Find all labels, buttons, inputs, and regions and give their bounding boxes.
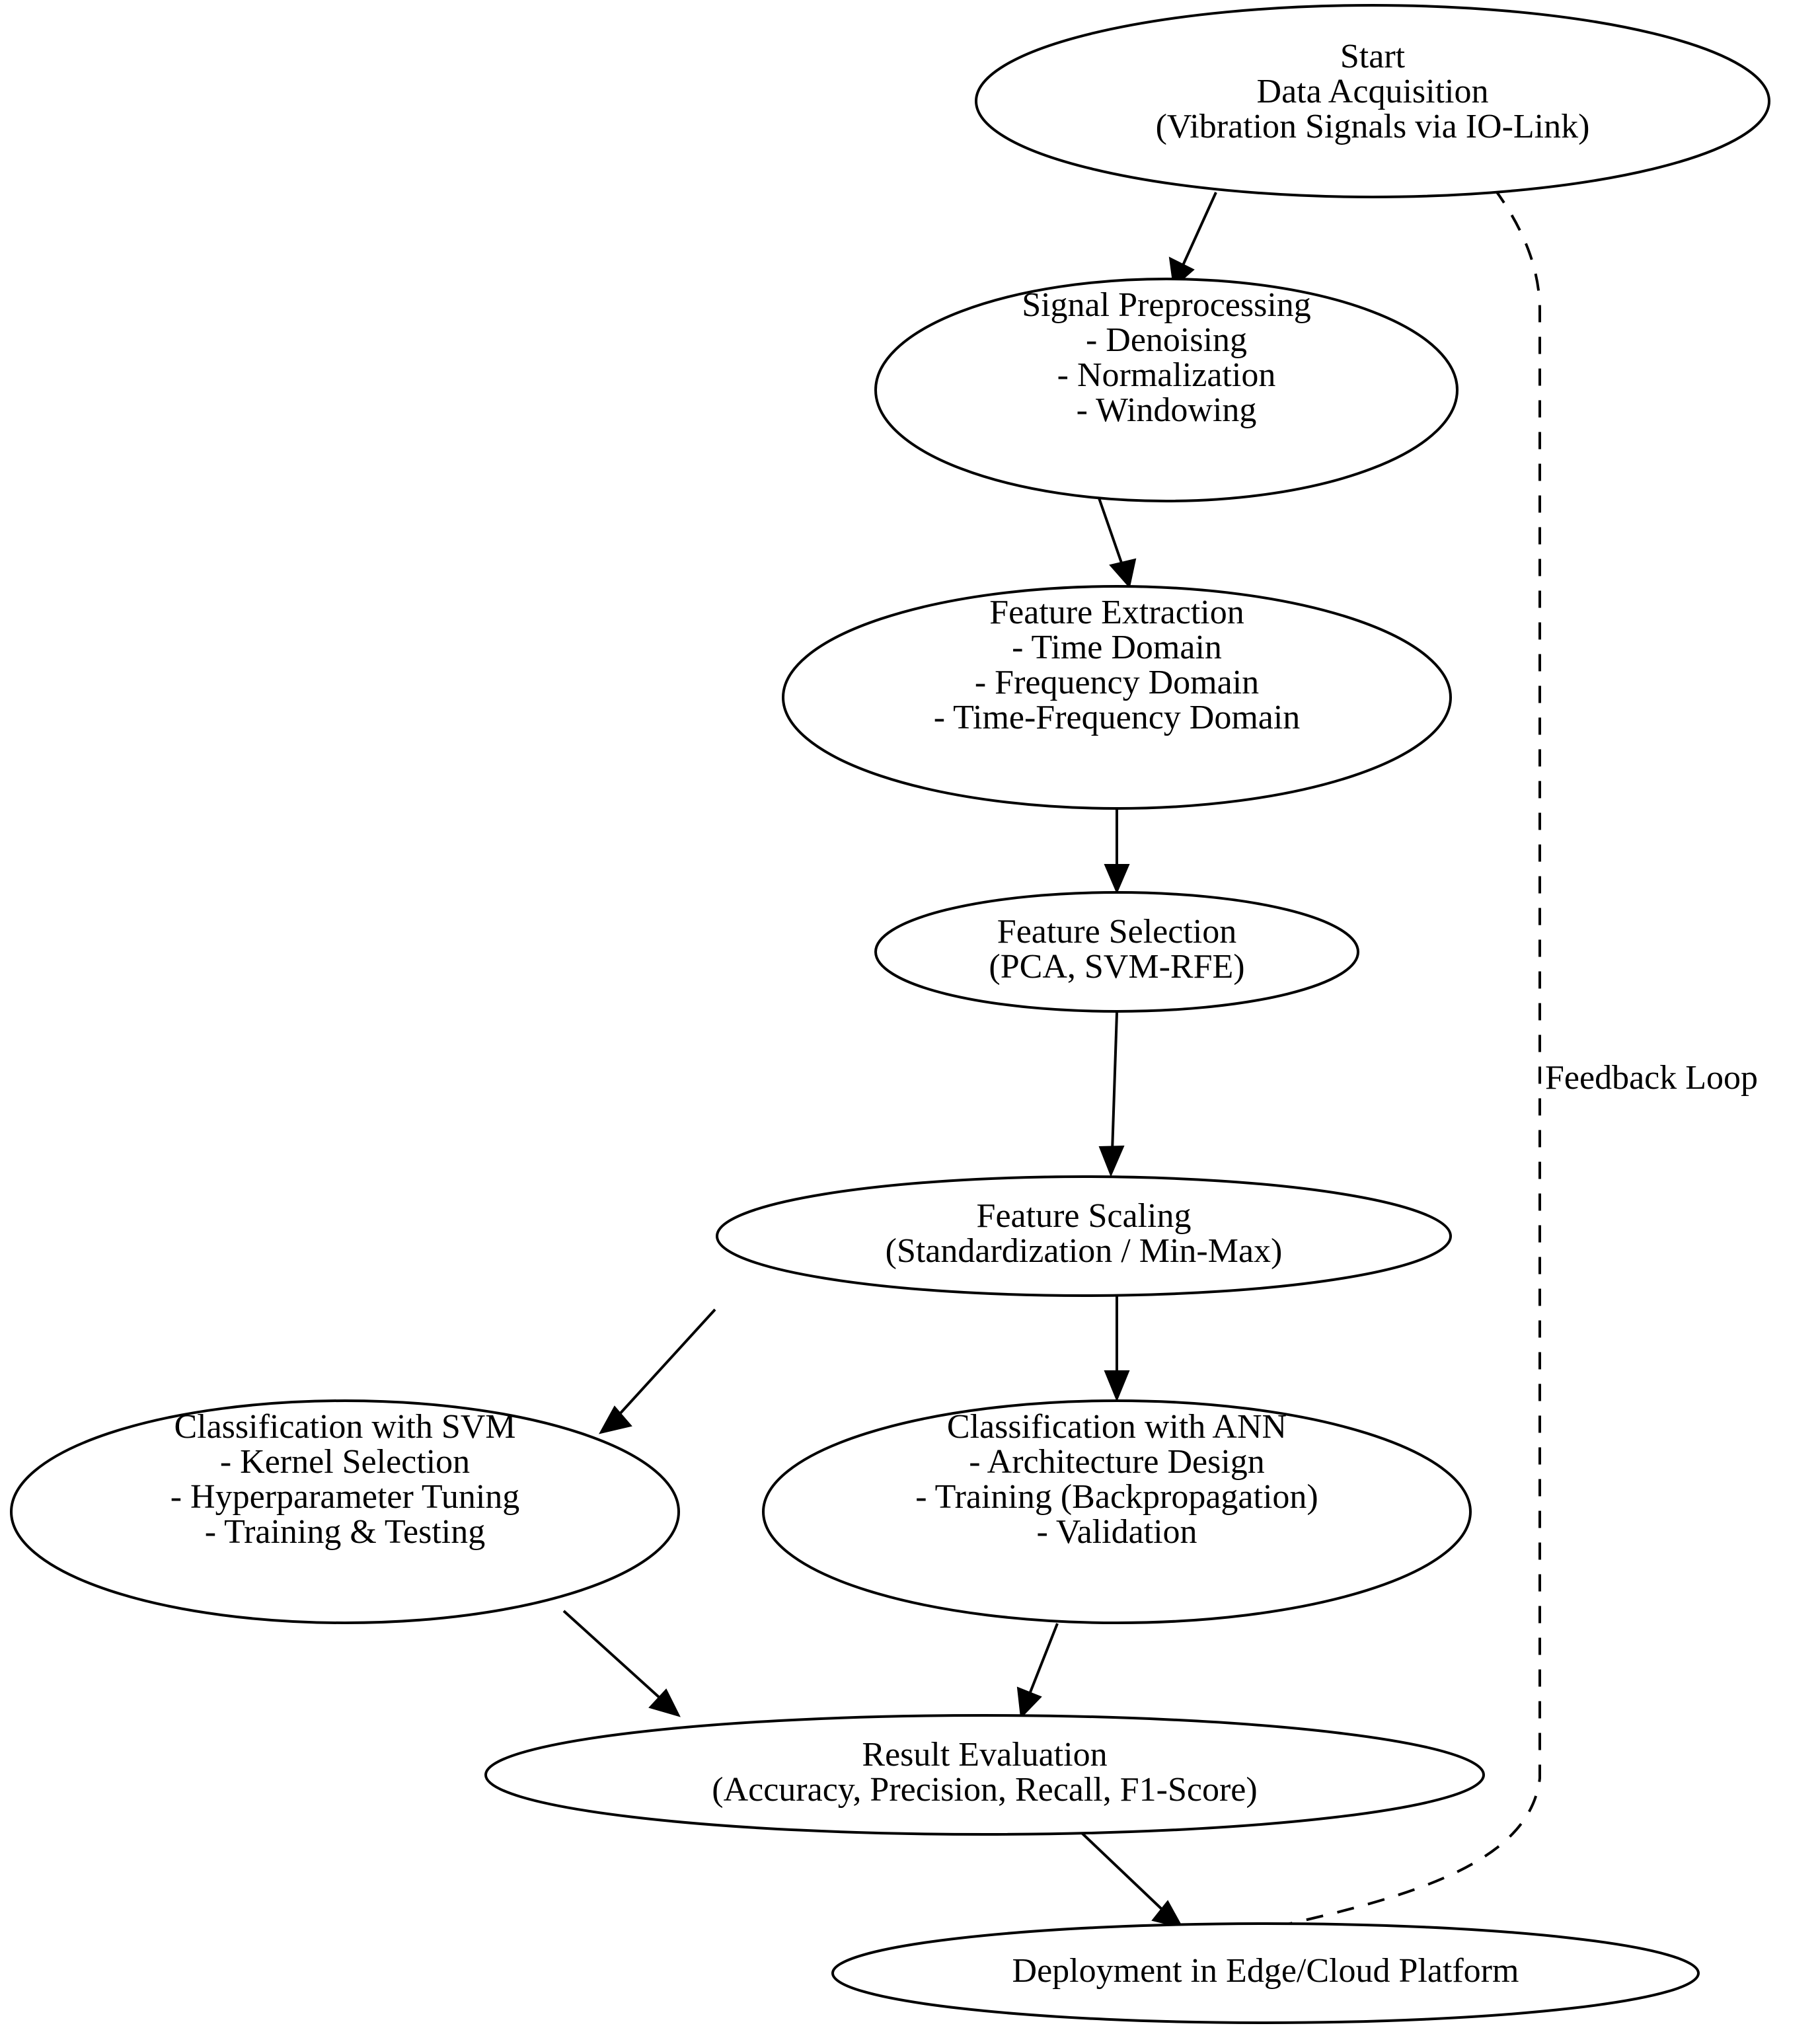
node-label-line: - Kernel Selection	[220, 1443, 470, 1481]
node-label-line: (Vibration Signals via IO-Link)	[1156, 108, 1590, 145]
node-label-line: - Time Domain	[1012, 629, 1222, 666]
node-ellipse[interactable]	[716, 1175, 1452, 1297]
node-label-line: (Accuracy, Precision, Recall, F1-Score)	[712, 1771, 1257, 1809]
edge-label-feedback-loop: Feedback Loop	[1545, 1059, 1758, 1097]
node-label-line: Signal Preprocessing	[1022, 286, 1311, 324]
edge-svm-to-evaluation	[562, 1610, 681, 1717]
edge-feature-scaling-to-ann	[1104, 1296, 1130, 1402]
node-label-line: - Denoising	[1086, 321, 1247, 359]
node-feature-selection[interactable]: Feature Selection (PCA, SVM-RFE)	[874, 891, 1359, 1013]
arrow-head-icon	[1104, 1370, 1130, 1402]
node-label-line: - Training (Backpropagation)	[915, 1478, 1318, 1516]
node-label-line: - Hyperparameter Tuning	[171, 1478, 520, 1516]
node-result-evaluation[interactable]: Result Evaluation (Accuracy, Precision, …	[484, 1714, 1485, 1836]
node-label-line: Start	[1340, 38, 1406, 75]
arrow-head-icon	[1109, 558, 1137, 589]
node-label-line: Classification with ANN	[947, 1408, 1287, 1446]
edge-ann-to-evaluation	[1016, 1623, 1059, 1719]
node-signal-preprocessing[interactable]: Signal Preprocessing - Denoising - Norma…	[874, 278, 1459, 502]
node-label-line: Data Acquisition	[1257, 73, 1489, 110]
node-classification-svm[interactable]: Classification with SVM - Kernel Selecti…	[10, 1399, 680, 1624]
arrow-head-icon	[648, 1688, 681, 1717]
node-label-line: Deployment in Edge/Cloud Platform	[1012, 1952, 1519, 1990]
node-label-line: Feature Selection	[997, 913, 1236, 951]
node-ellipse[interactable]	[484, 1714, 1485, 1836]
node-ellipse[interactable]	[975, 4, 1770, 198]
edge-line	[562, 1610, 662, 1700]
node-label-line: - Validation	[1036, 1513, 1197, 1551]
node-ellipse[interactable]	[762, 1399, 1472, 1624]
edge-line	[1275, 151, 1541, 1928]
arrow-head-icon	[599, 1405, 632, 1434]
node-label-line: - Normalization	[1057, 356, 1276, 394]
edge-line	[1111, 1012, 1118, 1152]
node-label-line: - Architecture Design	[969, 1443, 1265, 1481]
node-label-line: Feature Extraction	[989, 594, 1244, 631]
node-ellipse[interactable]	[874, 891, 1359, 1013]
edge-feature-extraction-to-feature-selection	[1104, 809, 1130, 894]
node-deployment[interactable]: Deployment in Edge/Cloud Platform	[831, 1922, 1700, 2024]
edge-feature-scaling-to-svm	[599, 1308, 716, 1434]
node-start[interactable]: Start Data Acquisition (Vibration Signal…	[975, 4, 1770, 198]
edge-preprocessing-to-feature-extraction	[1096, 492, 1137, 589]
edge-line	[617, 1308, 716, 1417]
edge-line	[1028, 1623, 1059, 1696]
node-ellipse[interactable]	[10, 1399, 680, 1624]
node-ellipse[interactable]	[874, 278, 1459, 502]
node-classification-ann[interactable]: Classification with ANN - Architecture D…	[762, 1399, 1472, 1624]
node-feature-extraction[interactable]: Feature Extraction - Time Domain - Frequ…	[782, 585, 1452, 810]
edge-line	[1179, 192, 1217, 272]
node-feature-scaling[interactable]: Feature Scaling (Standardization / Min-M…	[716, 1175, 1452, 1297]
arrow-head-icon	[1098, 1145, 1125, 1177]
node-label-line: - Training & Testing	[205, 1513, 485, 1551]
node-ellipse[interactable]	[782, 585, 1452, 810]
node-label-line: (PCA, SVM-RFE)	[989, 948, 1244, 986]
node-label-line: Feature Scaling	[977, 1197, 1192, 1235]
node-label-line: Classification with SVM	[174, 1408, 515, 1446]
node-label-line: Result Evaluation	[862, 1736, 1107, 1774]
node-label-line: - Time-Frequency Domain	[934, 699, 1301, 736]
edge-line	[1081, 1832, 1164, 1912]
edge-line	[1096, 492, 1125, 569]
edge-feature-selection-to-feature-scaling	[1098, 1012, 1125, 1177]
node-ellipse[interactable]	[831, 1922, 1700, 2024]
arrow-head-icon	[1104, 864, 1130, 894]
edge-evaluation-to-deployment	[1081, 1832, 1184, 1929]
node-label-line: (Standardization / Min-Max)	[886, 1232, 1283, 1270]
node-label-line: - Frequency Domain	[975, 664, 1259, 701]
node-label-line: - Windowing	[1077, 391, 1257, 429]
arrow-head-icon	[1016, 1686, 1042, 1719]
edge-start-to-preprocessing	[1168, 192, 1217, 288]
